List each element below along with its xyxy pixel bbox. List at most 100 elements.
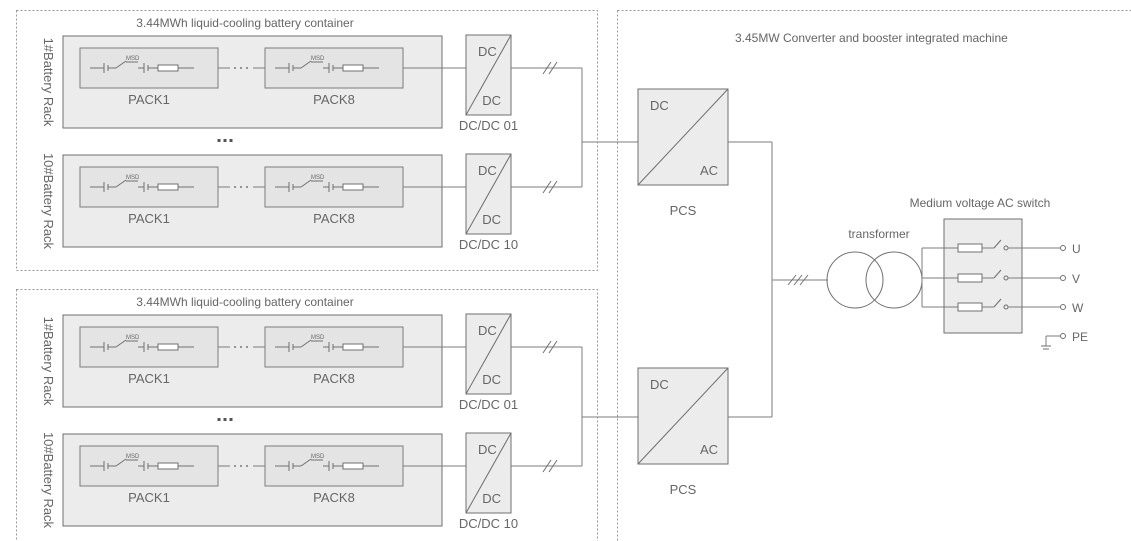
converter-name: PCS [670, 203, 697, 218]
msd-switch [300, 60, 312, 69]
multi-line-mark [548, 180, 558, 194]
battery-pack: MSD PACK8 [264, 166, 404, 226]
transformer-secondary-winding [865, 251, 923, 309]
converter-output-label: DC [482, 372, 501, 387]
rack-label: 1#Battery Rack [41, 317, 56, 406]
breaker-contact [993, 239, 1002, 249]
converter-diagonal [637, 88, 729, 186]
pack-label: PACK1 [128, 211, 170, 226]
pack-ellipsis [234, 186, 236, 188]
pack-ellipsis [246, 67, 248, 69]
pack-label: PACK8 [313, 92, 355, 107]
msd-switch [300, 458, 312, 467]
converter-name: DC/DC 01 [459, 118, 518, 133]
fuse [342, 64, 364, 72]
pack-cell-string: MSD [275, 175, 379, 192]
msd-label: MSD [126, 454, 140, 460]
battery-pack: MSD PACK1 [79, 166, 219, 226]
converter-diagonal [465, 153, 512, 235]
pack-label: PACK1 [128, 371, 170, 386]
converter-name: DC/DC 01 [459, 397, 518, 412]
pack-ellipsis [240, 67, 242, 69]
multi-line-mark [542, 61, 552, 75]
three-phase-mark [799, 274, 809, 286]
msd-label: MSD [311, 56, 325, 62]
battery-pack: MSD PACK8 [264, 445, 404, 505]
pcs-unit: DC AC PCS [637, 367, 729, 497]
transformer-primary-winding [826, 251, 884, 309]
pack-cell-string: MSD [90, 175, 194, 192]
converter-name: PCS [670, 482, 697, 497]
rack-label: 10#Battery Rack [41, 432, 56, 529]
ground-terminal [1060, 333, 1066, 339]
rack-label: 10#Battery Rack [41, 153, 56, 250]
transformer: transformer [826, 227, 923, 309]
pack-ellipsis [240, 186, 242, 188]
breaker-contact [993, 269, 1002, 279]
container-title: 3.44MWh liquid-cooling battery container [136, 16, 353, 30]
breaker-contact [993, 298, 1002, 308]
fuse [157, 64, 179, 72]
container-frame [16, 289, 598, 541]
multi-line-mark [548, 340, 558, 354]
pack-ellipsis [246, 465, 248, 467]
converter-output-label: AC [700, 163, 718, 178]
pack-cell-string: MSD [90, 454, 194, 471]
battery-container: 3.44MWh liquid-cooling battery container… [16, 289, 598, 541]
pack-cell-string: MSD [90, 56, 194, 73]
fuse [157, 343, 179, 351]
battery-pack: MSD PACK1 [79, 445, 219, 505]
battery-containers: 3.44MWh liquid-cooling battery container… [16, 10, 598, 541]
pack-ellipsis [234, 465, 236, 467]
switch-box [943, 218, 1023, 334]
converter-input-label: DC [650, 98, 669, 113]
switch-title: Medium voltage AC switch [910, 196, 1051, 210]
rack-ellipsis [223, 418, 227, 421]
rack-label: 1#Battery Rack [41, 38, 56, 127]
phase-label: V [1072, 272, 1080, 286]
fuse [342, 462, 364, 470]
converter-name: DC/DC 10 [459, 237, 518, 252]
converter-input-label: DC [478, 44, 497, 59]
msd-switch [300, 179, 312, 188]
converter-diagonal [465, 432, 512, 514]
pack-ellipsis [234, 67, 236, 69]
pack-label: PACK8 [313, 211, 355, 226]
fuse [342, 343, 364, 351]
converter-output-label: AC [700, 442, 718, 457]
converter-name: DC/DC 10 [459, 516, 518, 531]
converter-output-label: DC [482, 491, 501, 506]
output-terminal [1060, 275, 1066, 281]
phase-label: U [1072, 242, 1081, 256]
pack-label: PACK8 [313, 371, 355, 386]
msd-switch [115, 60, 127, 69]
pack-cell-string: MSD [275, 335, 379, 352]
multi-line-mark [548, 459, 558, 473]
fuse [157, 183, 179, 191]
multi-line-mark [542, 340, 552, 354]
fuse [957, 273, 983, 283]
rack-ellipsis [229, 139, 233, 142]
fuse [957, 302, 983, 312]
three-phase-mark [793, 274, 803, 286]
msd-label: MSD [126, 175, 140, 181]
pcs-unit: DC AC PCS [637, 88, 729, 218]
pack-cell-string: MSD [275, 56, 379, 73]
msd-switch [115, 179, 127, 188]
pack-label: PACK8 [313, 490, 355, 505]
pack-ellipsis [240, 346, 242, 348]
converter-input-label: DC [650, 377, 669, 392]
pack-label: PACK1 [128, 490, 170, 505]
battery-pack: MSD PACK8 [264, 47, 404, 107]
phase-label: W [1072, 301, 1084, 315]
output-terminal [1060, 304, 1066, 310]
msd-label: MSD [311, 454, 325, 460]
msd-switch [300, 339, 312, 348]
battery-container: 3.44MWh liquid-cooling battery container… [16, 10, 598, 271]
pack-ellipsis [246, 186, 248, 188]
